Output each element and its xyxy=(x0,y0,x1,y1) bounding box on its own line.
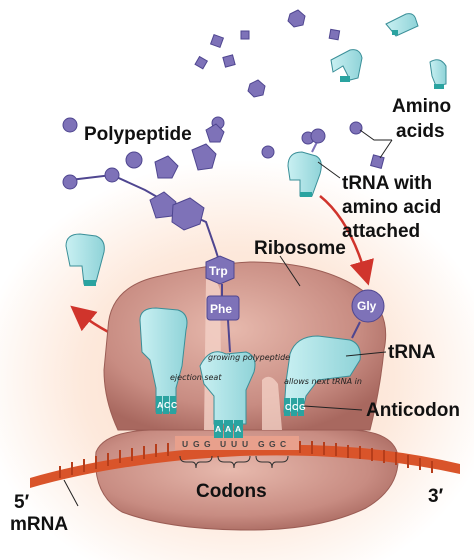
mrna-base: U xyxy=(220,439,226,449)
codon-braces xyxy=(179,455,289,469)
anticodon-base: A xyxy=(225,424,231,434)
trp-label: Trp xyxy=(209,264,228,278)
handwritten-growing-polypeptide: growing polypeptide xyxy=(208,353,290,362)
handwritten-allows-next-trna: allows next tRNA in xyxy=(284,377,362,386)
label-trna-with-3: attached xyxy=(342,221,420,242)
anticodon-base: A xyxy=(235,424,241,434)
handwritten-ejection-seat: ejection seat xyxy=(170,373,222,382)
trp-tag: Trp xyxy=(205,255,235,285)
anticodon-base: C xyxy=(285,402,291,412)
gly-tag: Gly xyxy=(351,289,385,339)
label-trna-with-2: amino acid xyxy=(342,197,441,218)
anticodon-base: C xyxy=(164,400,170,410)
label-five-prime: 5′ xyxy=(14,492,30,513)
trna-a-site: C C G xyxy=(283,335,361,416)
incoming-trna xyxy=(287,128,326,197)
mrna-base: C xyxy=(280,439,286,449)
mrna-strand xyxy=(30,441,460,488)
phe-tag: Phe xyxy=(206,284,240,353)
free-trna-top xyxy=(330,13,447,89)
anticodon-base: A xyxy=(157,400,163,410)
mrna-base: G xyxy=(204,439,211,449)
incoming-arrow xyxy=(319,195,374,286)
leader-lines xyxy=(63,129,393,507)
trna-p-site: A A A xyxy=(199,351,256,438)
label-codons: Codons xyxy=(196,481,267,502)
mrna-base: G xyxy=(258,439,265,449)
label-anticodon: Anticodon xyxy=(366,400,460,421)
mrna-base: U xyxy=(182,439,188,449)
mrna-base: U xyxy=(242,439,248,449)
label-trna: tRNA xyxy=(388,342,436,363)
mrna-base: G xyxy=(269,439,276,449)
label-trna-with-1: tRNA with xyxy=(342,173,432,194)
mrna-base: G xyxy=(193,439,200,449)
label-amino-acids-2: acids xyxy=(396,121,445,142)
label-ribosome: Ribosome xyxy=(254,238,346,259)
anticodon-base: G xyxy=(299,402,306,412)
trna-e-site: A C C xyxy=(139,307,188,414)
mrna-base: U xyxy=(231,439,237,449)
label-three-prime: 3′ xyxy=(428,486,444,507)
label-mrna: mRNA xyxy=(10,514,68,535)
anticodon-base: C xyxy=(171,400,177,410)
anticodon-base: A xyxy=(215,424,221,434)
label-polypeptide: Polypeptide xyxy=(84,124,192,145)
anticodon-base: C xyxy=(292,402,298,412)
gly-label: Gly xyxy=(357,299,377,313)
codon-bases: U G G U U U G G C xyxy=(175,436,299,450)
phe-label: Phe xyxy=(210,302,232,316)
polypeptide-chain xyxy=(62,123,225,271)
label-amino-acids-1: Amino xyxy=(392,96,451,117)
a-site-channel xyxy=(262,376,282,430)
exited-trna xyxy=(65,233,105,286)
